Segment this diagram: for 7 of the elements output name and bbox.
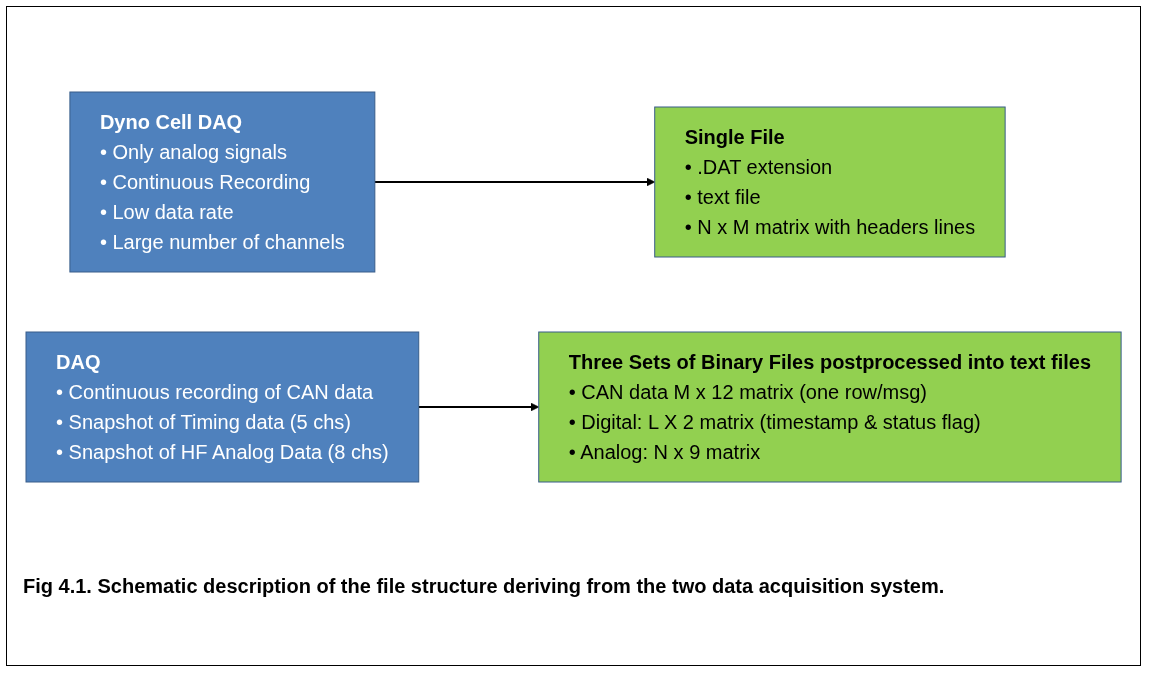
node-box: Three Sets of Binary Files postprocessed into text files • CAN data M x 12 matrix (one row/msg) • Digital: L X 2 matrix (timestamp & status flag) • Analog: N x 9 matrix <box>538 331 1122 483</box>
node-box: DAQ • Continuous recording of CAN data • Snapshot of Timing data (5 chs) • Snapshot of HF Analog Data (8 chs) <box>25 331 420 483</box>
node-box: Dyno Cell DAQ • Only analog signals • Continuous Recording • Low data rate • Large number of channels <box>69 91 376 273</box>
arrow <box>373 177 656 187</box>
node-box: Single File • .DAT extension • text file • N x M matrix with headers lines <box>654 106 1006 258</box>
arrow <box>417 402 540 412</box>
figure-caption: Fig 4.1. Schematic description of the file structure deriving from the two data acquisition system. <box>23 575 946 598</box>
